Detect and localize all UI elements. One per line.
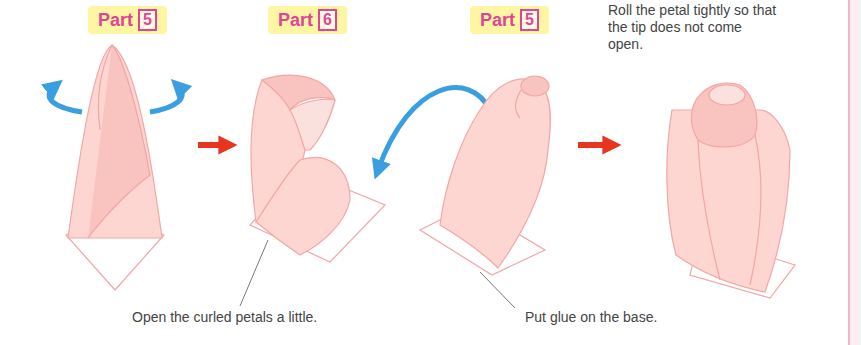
step-arrow (198, 142, 228, 148)
part-number: 5 (520, 9, 539, 31)
rotate-arrow (49, 86, 82, 112)
rotate-arrow (150, 86, 182, 112)
part-number: 6 (318, 9, 337, 31)
part-badge: Part5 (88, 6, 167, 34)
leader-line (480, 272, 515, 308)
assembled-rose (667, 83, 795, 298)
part-word: Part (98, 10, 133, 31)
part-badge: Part5 (470, 6, 549, 34)
step-arrow (578, 142, 612, 148)
callout-note: Open the curled petals a little. (132, 309, 392, 326)
part-word: Part (278, 10, 313, 31)
instruction-note: Roll the petal tightly so that the tip d… (608, 2, 778, 53)
leader-line (240, 240, 268, 306)
page-band (850, 0, 861, 345)
opened-petal (250, 75, 385, 262)
rolled-petal (420, 76, 550, 275)
part-badge: Part6 (268, 6, 347, 34)
part-word: Part (480, 10, 515, 31)
page-border (848, 0, 850, 345)
rolled-petal (66, 45, 164, 290)
part-number: 5 (138, 9, 157, 31)
callout-note: Put glue on the base. (525, 309, 725, 326)
